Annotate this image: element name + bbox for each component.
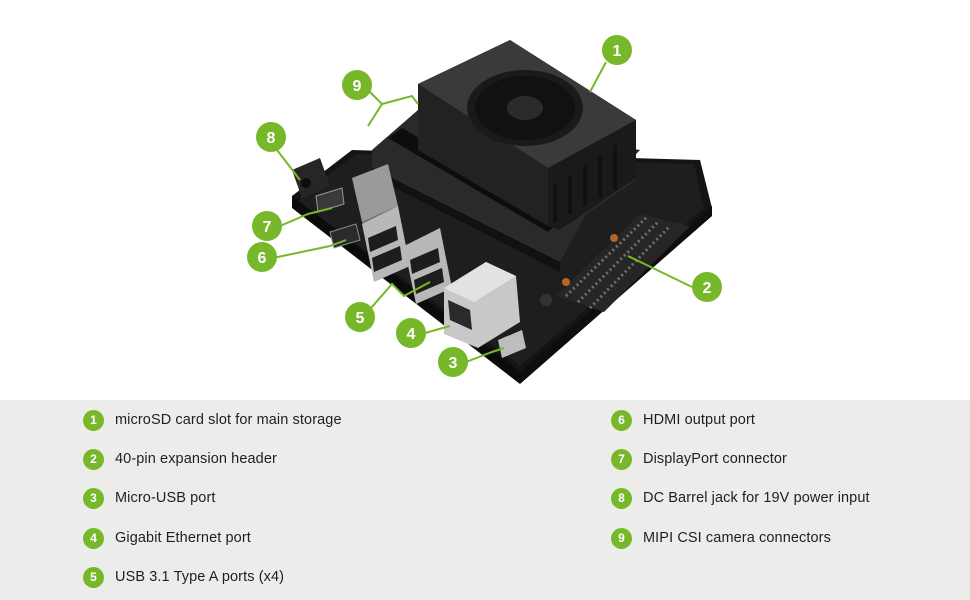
callout-badge-8: 8 (256, 122, 286, 152)
svg-text:2: 2 (703, 280, 712, 297)
legend-label: microSD card slot for main storage (115, 412, 342, 428)
legend-label: Gigabit Ethernet port (115, 530, 251, 546)
legend-badge: 1 (83, 409, 104, 431)
legend-label: Micro-USB port (115, 490, 216, 506)
callout-leaders (272, 61, 693, 363)
callout-badge-2: 2 (692, 272, 722, 302)
legend-item-1: 1 microSD card slot for main storage (83, 409, 342, 431)
legend-item-5: 5 USB 3.1 Type A ports (x4) (83, 566, 284, 588)
callout-badge-7: 7 (252, 211, 282, 241)
legend-item-9: 9 MIPI CSI camera connectors (611, 527, 831, 549)
callout-badge-1: 1 (602, 35, 632, 65)
callout-badge-5: 5 (345, 302, 375, 332)
legend-panel: 1 microSD card slot for main storage 2 4… (0, 400, 970, 600)
legend-label: MIPI CSI camera connectors (643, 530, 831, 546)
svg-text:4: 4 (407, 326, 416, 343)
callout-badge-9: 9 (342, 70, 372, 100)
legend-label: DisplayPort connector (643, 451, 787, 467)
legend-badge: 5 (83, 566, 104, 588)
svg-text:1: 1 (613, 43, 622, 60)
legend-label: 40-pin expansion header (115, 451, 277, 467)
ethernet-port (444, 262, 520, 348)
callout-badge-6: 6 (247, 242, 277, 272)
legend-item-4: 4 Gigabit Ethernet port (83, 527, 251, 549)
legend-badge: 6 (611, 409, 632, 431)
legend-item-6: 6 HDMI output port (611, 409, 755, 431)
callout-badge-4: 4 (396, 318, 426, 348)
heatsink-fan (418, 40, 636, 232)
svg-text:8: 8 (267, 130, 276, 147)
legend-label: DC Barrel jack for 19V power input (643, 490, 870, 506)
svg-text:7: 7 (263, 219, 272, 236)
usb-ports (352, 164, 452, 304)
legend-item-8: 8 DC Barrel jack for 19V power input (611, 487, 870, 509)
svg-text:3: 3 (449, 355, 458, 372)
board-illustration: 1 2 3 4 5 6 7 8 (247, 35, 722, 384)
legend-badge: 8 (611, 487, 632, 509)
callout-badge-3: 3 (438, 347, 468, 377)
legend-item-2: 2 40-pin expansion header (83, 448, 277, 470)
legend-item-3: 3 Micro-USB port (83, 487, 216, 509)
side-connectors (292, 158, 552, 358)
legend-label: USB 3.1 Type A ports (x4) (115, 569, 285, 585)
svg-text:6: 6 (258, 250, 267, 267)
legend-badge: 7 (611, 448, 632, 470)
legend-item-7: 7 DisplayPort connector (611, 448, 787, 470)
svg-text:5: 5 (356, 310, 365, 327)
svg-text:9: 9 (353, 78, 362, 95)
legend-badge: 2 (83, 448, 104, 470)
legend-badge: 3 (83, 487, 104, 509)
legend-label: HDMI output port (643, 412, 756, 428)
gpio-header (556, 214, 690, 312)
legend-badge: 4 (83, 527, 104, 549)
legend-badge: 9 (611, 527, 632, 549)
